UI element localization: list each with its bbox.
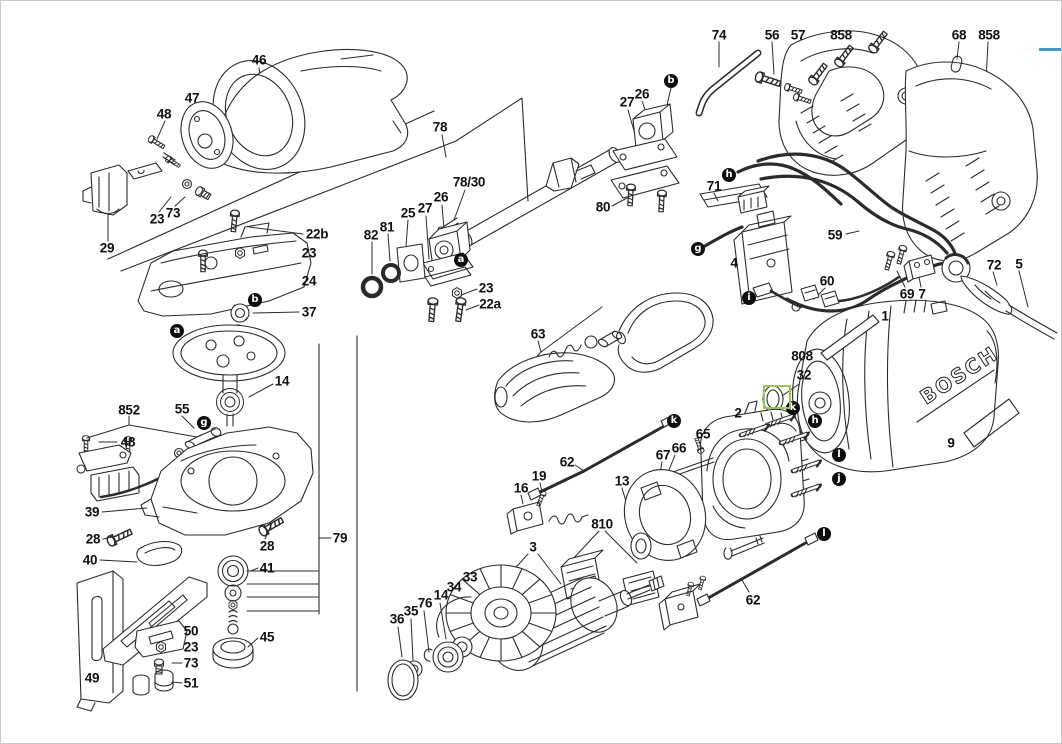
shaft-washers xyxy=(387,636,473,701)
part-74-allen-key xyxy=(695,49,762,117)
part-40-50-blade-holder xyxy=(102,576,208,696)
part-41-45-stack xyxy=(212,555,254,669)
part-33-fan xyxy=(436,564,557,662)
part-9-plate xyxy=(963,398,1020,448)
fasteners-topleft xyxy=(127,134,213,202)
part-68-pin xyxy=(950,55,963,73)
part-5-cord xyxy=(1005,304,1058,340)
part-25-81-82 xyxy=(360,243,426,299)
part-2-field xyxy=(672,400,810,560)
part-72-cord-guard xyxy=(941,253,1058,340)
part-37-hub xyxy=(230,303,250,323)
part-1-motor-housing: BOSCH xyxy=(762,299,1020,473)
part-47-flange xyxy=(180,101,234,169)
highlight-box xyxy=(763,385,791,409)
part-26b-27b-80 xyxy=(610,103,680,213)
part-49-foot xyxy=(76,570,124,712)
part-808-strip xyxy=(820,314,880,361)
part-27a-plate xyxy=(422,252,474,323)
part-63-guard-group xyxy=(494,292,714,423)
part-60-connectors xyxy=(752,282,840,312)
part-24-gear-housing xyxy=(137,209,312,323)
base-fasteners xyxy=(105,514,286,567)
part-13-ring xyxy=(630,532,652,560)
part-858-handle-shells xyxy=(778,30,1038,262)
part-29-bracket xyxy=(82,164,128,216)
part-7-69-clamp xyxy=(882,244,936,283)
wires-59 xyxy=(703,152,958,313)
part-4-switch xyxy=(733,210,793,305)
handle-screws xyxy=(753,29,963,106)
part-39-base xyxy=(140,426,314,536)
part-46-cover xyxy=(212,49,409,174)
blue-artifact-line xyxy=(1039,48,1061,51)
part-71-plate xyxy=(699,183,770,214)
part-14-pulley xyxy=(172,324,286,427)
brush-blocks xyxy=(506,489,707,631)
